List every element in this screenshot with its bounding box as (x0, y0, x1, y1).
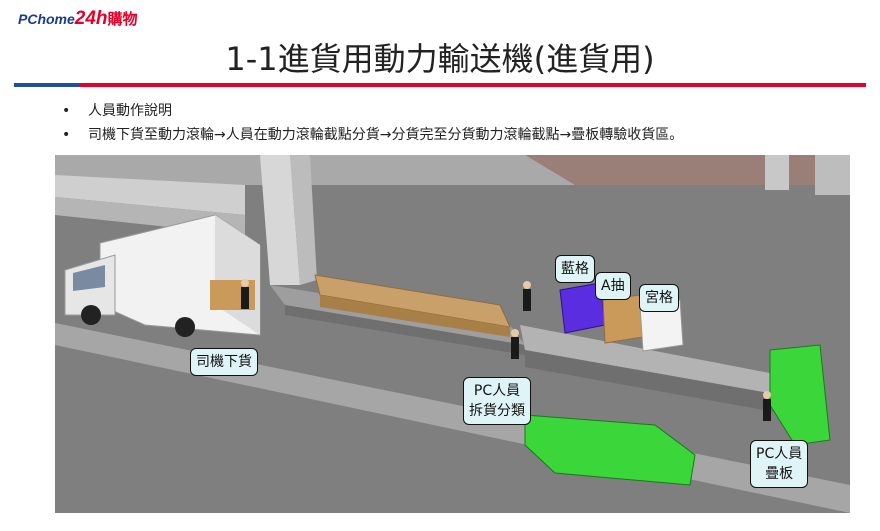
worker-sort (523, 281, 531, 289)
logo-num: 24h (74, 8, 108, 29)
conveyor-1-boxes-side (320, 295, 510, 337)
label-pc-sort: PC人員 拆貨分類 (463, 377, 531, 425)
worker-sort-body (523, 289, 531, 311)
divider-red (80, 83, 866, 87)
worker-driver-body (241, 287, 249, 309)
label-pc-sort-line1: PC人員 (473, 383, 521, 399)
logo-brand: PChome (18, 11, 75, 27)
conveyor-2-side (525, 350, 780, 413)
truck-wheel (175, 317, 195, 337)
back-wall-panel (525, 155, 850, 185)
conveyor-2 (520, 325, 780, 395)
divider-blue (14, 83, 80, 87)
worker-stack (763, 391, 771, 399)
left-ramp (55, 175, 245, 215)
label-pc-stack-line1: PC人員 (756, 446, 803, 462)
label-pc-sort-line2: 拆貨分類 (469, 403, 525, 419)
label-blue-grid: 藍格 (555, 255, 595, 283)
wall-column (815, 155, 850, 195)
worker-sort-2-body (511, 337, 519, 359)
warehouse-scene-svg (55, 155, 850, 513)
title-divider (14, 83, 866, 87)
pchome-logo: PChome24h購物 (18, 8, 138, 30)
logo-shop: 購物 (107, 11, 138, 28)
worker-stack-body (763, 399, 771, 421)
pillar-side (290, 155, 317, 285)
wall-column (765, 155, 789, 190)
bullet-item: 人員動作說明 (62, 99, 683, 123)
label-a-drawer: A抽 (595, 272, 631, 300)
truck-wheel (81, 305, 101, 325)
label-pc-stack-line2: 疊板 (765, 466, 794, 482)
pillar (260, 155, 300, 285)
bullet-list: 人員動作說明 司機下貨至動力滾輪→人員在動力滾輪截點分貨→分貨完至分貨動力滾輪截… (62, 99, 683, 147)
label-pc-stack: PC人員 疊板 (750, 440, 809, 488)
truck-window (73, 265, 105, 291)
bullet-item: 司機下貨至動力滾輪→人員在動力滾輪截點分貨→分貨完至分貨動力滾輪截點→疊板轉驗收… (62, 123, 683, 147)
conveyor-1-side (285, 305, 525, 355)
page-title: 1-1進貨用動力輸送機(進貨用) (225, 40, 655, 78)
warehouse-illustration: 司機下貨 藍格 A抽 宮格 PC人員 拆貨分類 PC人員 疊板 (55, 155, 850, 513)
green-pallets (524, 414, 696, 486)
worker-driver (241, 279, 249, 287)
label-palace-grid: 宮格 (639, 284, 679, 312)
brown-boxes (602, 294, 644, 344)
label-driver-unload: 司機下貨 (190, 348, 258, 376)
worker-sort-2 (511, 329, 519, 337)
